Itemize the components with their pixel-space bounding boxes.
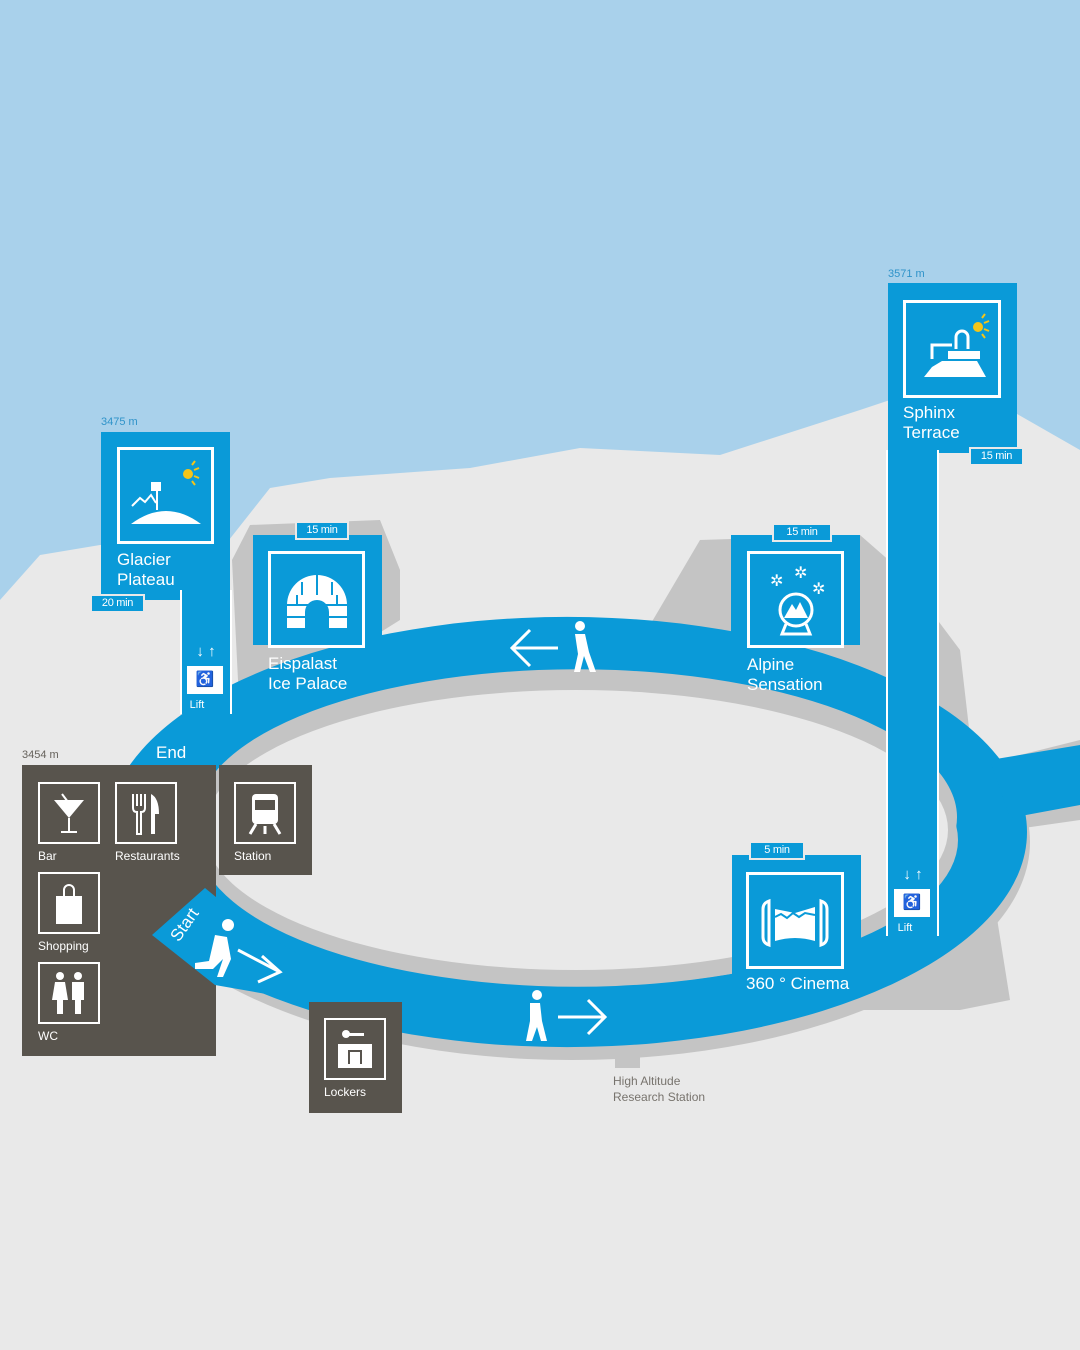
facilities-altitude: 3454 m xyxy=(22,749,59,761)
route-end-label: End xyxy=(156,743,187,762)
glacier-lift-shaft xyxy=(180,590,232,714)
sphinx-lift-label: Lift xyxy=(897,922,913,934)
cocktail-icon xyxy=(38,782,100,844)
glacier-lift-label: Lift xyxy=(189,699,205,711)
svg-text:✲: ✲ xyxy=(770,573,783,590)
mountain-flag-sun-icon xyxy=(117,447,214,544)
shopping-label: Shopping xyxy=(38,939,89,953)
toilets-icon xyxy=(38,962,100,1024)
svg-text:✲: ✲ xyxy=(812,581,825,598)
walking-left-arrow-icon xyxy=(509,628,558,668)
svg-text:✲: ✲ xyxy=(794,565,807,582)
glacier-altitude: 3475 m xyxy=(101,416,138,428)
station-label: Station xyxy=(234,849,272,863)
locker-key-icon xyxy=(324,1018,386,1080)
lift-arrows-icon: ↓ ↑ xyxy=(196,643,216,660)
cinema-label: 360 ° Cinema xyxy=(746,974,850,993)
sky xyxy=(0,0,1080,600)
lift-accessible-icon: ♿ xyxy=(894,889,930,917)
walker-icon xyxy=(574,621,596,672)
lift-accessible-icon: ♿ xyxy=(187,666,223,694)
wc-label: WC xyxy=(38,1029,58,1043)
igloo-icon xyxy=(268,551,365,648)
sphinx-lift-shaft xyxy=(886,450,939,936)
panorama-icon xyxy=(746,872,844,969)
lift-arrows-icon: ↓ ↑ xyxy=(903,866,923,883)
cinema-time-badge: 5 min xyxy=(749,841,805,860)
sphinx-altitude: 3571 m xyxy=(888,268,925,280)
walking-right-arrow-icon xyxy=(558,998,608,1036)
glacier-time-badge: 20 min xyxy=(90,594,145,613)
sphinx-time-badge: 15 min xyxy=(969,447,1024,466)
fork-knife-icon xyxy=(115,782,177,844)
ice-palace-time-badge: 15 min xyxy=(295,521,349,540)
walker-icon xyxy=(526,990,547,1041)
alpine-time-badge: 15 min xyxy=(772,523,832,542)
lockers-label: Lockers xyxy=(324,1085,367,1099)
restaurants-label: Restaurants xyxy=(115,849,180,863)
shopping-bag-icon xyxy=(38,872,100,934)
observatory-sun-icon xyxy=(903,300,1001,398)
bar-label: Bar xyxy=(38,849,57,863)
train-icon xyxy=(234,782,296,844)
snow-globe-icon: ✲ ✲ ✲ xyxy=(747,551,844,648)
route-branch xyxy=(990,745,1080,818)
